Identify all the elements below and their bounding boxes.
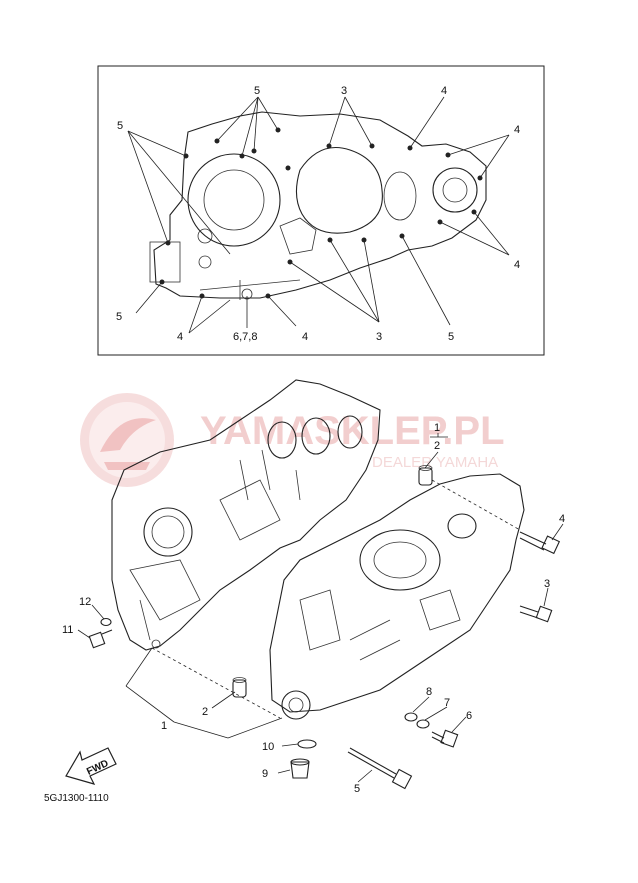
washer-12 [100, 617, 112, 627]
inset-frame [97, 65, 545, 356]
inset-callout-5-left: 5 [117, 120, 123, 132]
inset-callout-4-right-upper: 4 [514, 124, 520, 136]
bolt-3 [519, 605, 553, 623]
inset-callout-6-7-8: 6,7,8 [233, 331, 257, 343]
inset-callout-5-bottom-left: 5 [116, 311, 122, 323]
inset-leader-lines [127, 96, 510, 334]
main-callout-2-bottom: 2 [202, 706, 208, 718]
inset-callout-3-bottom: 3 [376, 331, 382, 343]
dowel-pin-upper [418, 465, 433, 486]
inset-crankcase-drawing [149, 111, 487, 300]
left-crankcase-half [111, 379, 381, 651]
dowel-pin-lower [232, 677, 247, 698]
main-callout-5: 5 [354, 783, 360, 795]
main-callout-12: 12 [79, 596, 91, 608]
inset-bolt-holes [159, 127, 483, 299]
inset-callout-4-bottom-left: 4 [177, 331, 183, 343]
inset-callout-4-right-lower: 4 [514, 259, 520, 271]
main-callout-11: 11 [62, 624, 73, 636]
main-callout-7: 7 [444, 697, 450, 709]
main-callout-1-bottom: 1 [161, 720, 167, 732]
main-callout-1-top: 1 [434, 422, 440, 434]
main-leader-lines [77, 433, 564, 783]
watermark-logo-icon [80, 393, 174, 487]
main-exploded-view: 1 2 4 3 12 11 8 7 6 2 1 10 9 5 FWD 5GJ13… [44, 379, 565, 804]
inset-callout-5-bottom-right: 5 [448, 331, 454, 343]
inset-callout-4-top: 4 [441, 85, 447, 97]
watermark: YAMASKLEP.PL DEALER YAMAHA [80, 393, 505, 487]
inset-callout-3-top: 3 [341, 85, 347, 97]
main-callout-4: 4 [559, 513, 565, 525]
diagram-code: 5GJ1300-1110 [44, 793, 109, 804]
fwd-arrow-icon: FWD [65, 747, 117, 785]
main-callout-8: 8 [426, 686, 432, 698]
bolt-11 [88, 629, 113, 649]
bolt-4 [519, 531, 561, 555]
inset-view: 5 3 4 5 4 4 5 4 6,7,8 4 3 5 [97, 65, 545, 356]
main-callout-10: 10 [262, 741, 274, 753]
watermark-subtitle: DEALER YAMAHA [372, 454, 498, 471]
o-ring-10 [297, 739, 317, 749]
washer-7 [416, 719, 430, 729]
main-callout-3: 3 [544, 578, 550, 590]
right-crankcase-half [269, 473, 525, 720]
long-bolt-5 [347, 747, 413, 790]
inset-callout-4-bottom-mid: 4 [302, 331, 308, 343]
drain-bolt-6 [431, 729, 459, 748]
inset-callout-5-top: 5 [254, 85, 260, 97]
o-ring-8 [404, 712, 418, 722]
main-callout-9: 9 [262, 768, 268, 780]
main-callout-2-top: 2 [434, 440, 440, 452]
plug-9 [290, 758, 310, 779]
main-callout-6: 6 [466, 710, 472, 722]
